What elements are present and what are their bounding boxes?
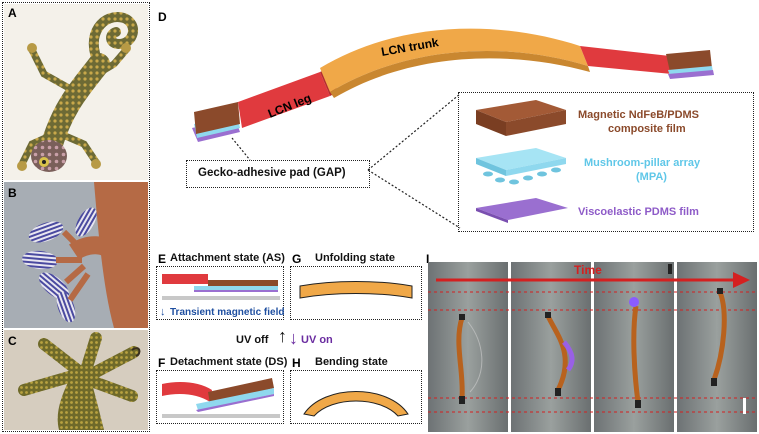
unfolding-state-title: Unfolding state (315, 252, 396, 264)
timelapse-photo-strip: Time (428, 262, 757, 432)
panel-label-b: B (8, 186, 17, 200)
pdms-layer-label: Viscoelastic PDMS film (578, 206, 699, 218)
panel-label-h: H (292, 356, 301, 370)
unfolding-state-box (290, 266, 422, 320)
attachment-state-box (156, 266, 284, 320)
panel-label-c: C (8, 334, 17, 348)
gap-label-box (186, 160, 370, 188)
lcn-trunk (320, 28, 588, 92)
panel-label-i: I (426, 252, 430, 266)
detachment-state-title: Detachment state (DS) (170, 356, 288, 368)
scale-bar (743, 398, 746, 414)
mpa-layer-label-1: Mushroom-pillar array (584, 157, 701, 169)
gecko-photo-c (4, 330, 148, 430)
mpa-layer-label-2: (MPA) (636, 171, 667, 183)
magnetic-field-label: Transient magnetic field (170, 307, 285, 318)
magnetic-layer-label-2: composite film (608, 123, 686, 135)
lcn-leg-right (580, 46, 672, 74)
uv-off-label: UV off (236, 334, 269, 346)
left-pad-magnetic (194, 102, 240, 134)
time-arrow-head (733, 272, 750, 288)
gecko-photo-b (4, 182, 148, 328)
gecko-photo-a (4, 4, 148, 180)
panel-label-g: G (292, 252, 302, 266)
time-label: Time (574, 263, 602, 277)
layer-detail-box (458, 92, 754, 232)
unfolding-state-diagram (299, 281, 413, 299)
magnetic-field-arrow-icon: ↓ (160, 306, 166, 318)
bending-state-box (290, 370, 422, 424)
panel-label-e: E (158, 252, 167, 266)
lcn-leg-left (238, 72, 330, 128)
uv-off-arrow-icon: ↑ (278, 326, 287, 346)
attachment-state-title: Attachment state (AS) (170, 252, 285, 264)
panel-label-a: A (8, 6, 17, 20)
attachment-state-diagram (162, 274, 280, 300)
right-pad-magnetic (666, 50, 712, 72)
detachment-state-box (156, 370, 284, 424)
bending-state-title: Bending state (315, 356, 388, 368)
uv-on-label: UV on (301, 334, 333, 346)
bending-state-diagram (303, 391, 409, 417)
magnetic-layer-label-1: Magnetic NdFeB/PDMS (578, 109, 700, 121)
layer-stack-illustration (476, 100, 568, 223)
uv-on-arrow-icon: ↓ (289, 328, 298, 348)
panel-label-f: F (158, 356, 166, 370)
detachment-state-diagram (162, 378, 280, 418)
gap-label: Gecko-adhesive pad (GAP) (198, 167, 346, 179)
panel-label-d: D (158, 10, 167, 24)
robot-schematic: LCN leg LCN trunk (192, 28, 714, 229)
photo-column-frame (2, 2, 150, 432)
